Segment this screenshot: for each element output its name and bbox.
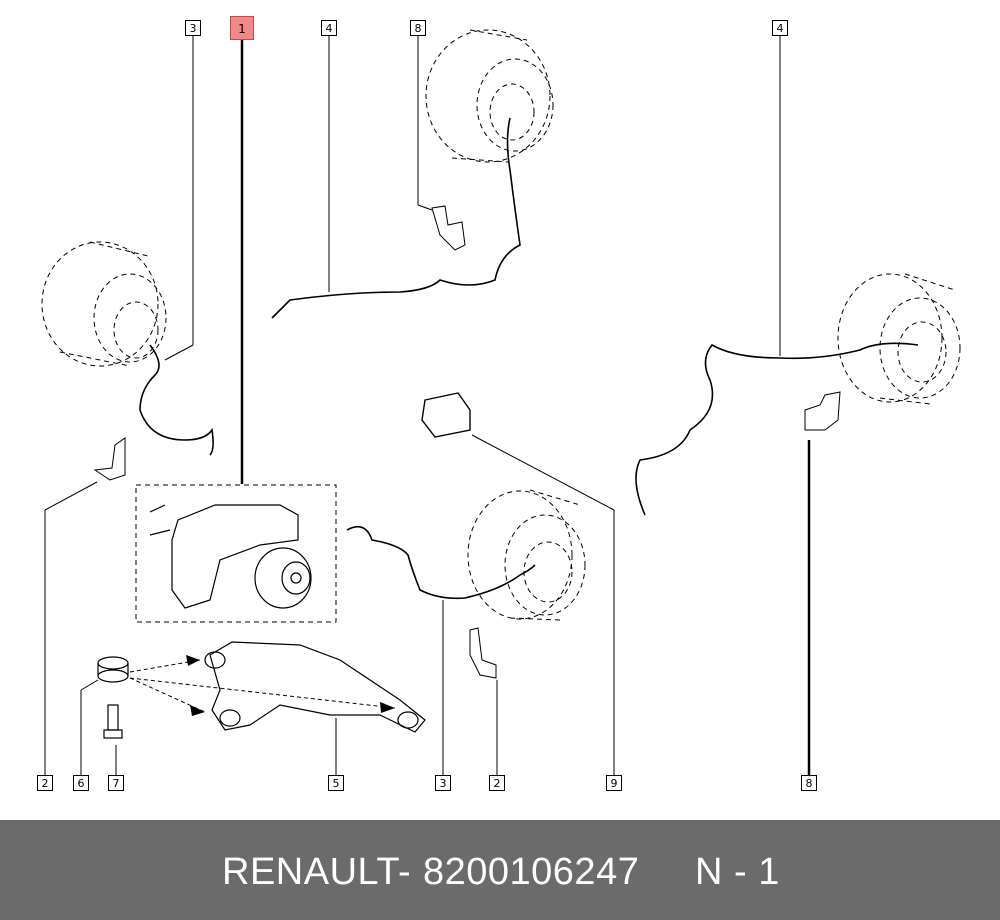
bracket-bottom (469, 627, 497, 679)
sensor-module (421, 392, 471, 438)
bracket-left (93, 437, 126, 481)
bushing-drawing (97, 656, 129, 683)
bracket-top (431, 205, 466, 251)
sensor-cable-left (139, 344, 214, 456)
footer-bar: RENAULT - 8200106247 N - 1 (0, 820, 1000, 920)
callout-7: 7 (108, 775, 124, 791)
footer-separator: - (398, 851, 412, 893)
callout-1-highlighted[interactable]: 1 (230, 16, 254, 40)
abs-parts-diagram (41, 29, 961, 775)
bracket-right (804, 391, 841, 431)
footer-quantity: N - 1 (695, 851, 780, 893)
sensor-cable-right (635, 342, 919, 516)
footer-part-number: 8200106247 (423, 851, 640, 893)
wheel-right (837, 273, 961, 405)
callout-4-top-right: 4 (772, 20, 788, 36)
callout-5: 5 (328, 775, 344, 791)
wheel-top-center (425, 29, 554, 163)
callout-3-top: 3 (185, 20, 201, 36)
sensor-cable-top (271, 117, 521, 319)
callout-3-bottom: 3 (435, 775, 451, 791)
footer-brand: RENAULT (222, 851, 401, 893)
callout-9: 9 (606, 775, 622, 791)
callout-6: 6 (73, 775, 89, 791)
callout-8-bottom: 8 (801, 775, 817, 791)
wheel-bottom-center (467, 489, 586, 621)
sensor-cable-bottom (346, 525, 536, 600)
bolt-drawing (103, 704, 123, 739)
mounting-bracket-drawing (204, 641, 426, 733)
callout-2-bottom-left: 2 (37, 775, 53, 791)
callout-8-top: 8 (410, 20, 426, 36)
wheel-left (41, 241, 167, 367)
callout-2-bottom: 2 (489, 775, 505, 791)
abs-unit-drawing (149, 504, 312, 609)
callout-4-top-left: 4 (321, 20, 337, 36)
